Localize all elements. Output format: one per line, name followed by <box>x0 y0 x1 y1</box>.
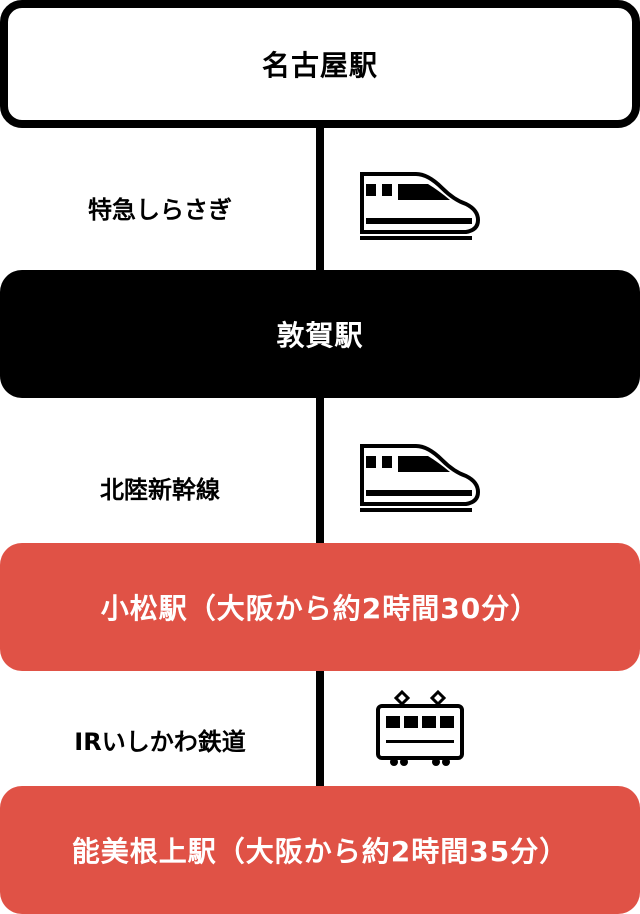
station-name: 小松駅（大阪から約2時間30分） <box>100 592 540 625</box>
station-tsuruga: 敦賀駅 <box>0 270 640 398</box>
bullet-train-icon <box>360 172 481 240</box>
station-komatsu: 小松駅（大阪から約2時間30分） <box>0 543 640 671</box>
station-name: 敦賀駅 <box>276 319 364 352</box>
route-line <box>316 120 324 800</box>
station-name: 名古屋駅 <box>261 49 378 82</box>
tram-icon <box>376 689 464 766</box>
station-nagoya: 名古屋駅 <box>0 0 640 128</box>
segment-label: 特急しらさぎ <box>88 196 232 224</box>
segment-label: IRいしかわ鉄道 <box>74 728 246 756</box>
segment-label: 北陸新幹線 <box>100 476 220 504</box>
bullet-train-icon <box>360 444 481 512</box>
station-nomineagari: 能美根上駅（大阪から約2時間35分） <box>0 786 640 914</box>
station-name: 能美根上駅（大阪から約2時間35分） <box>71 835 569 868</box>
